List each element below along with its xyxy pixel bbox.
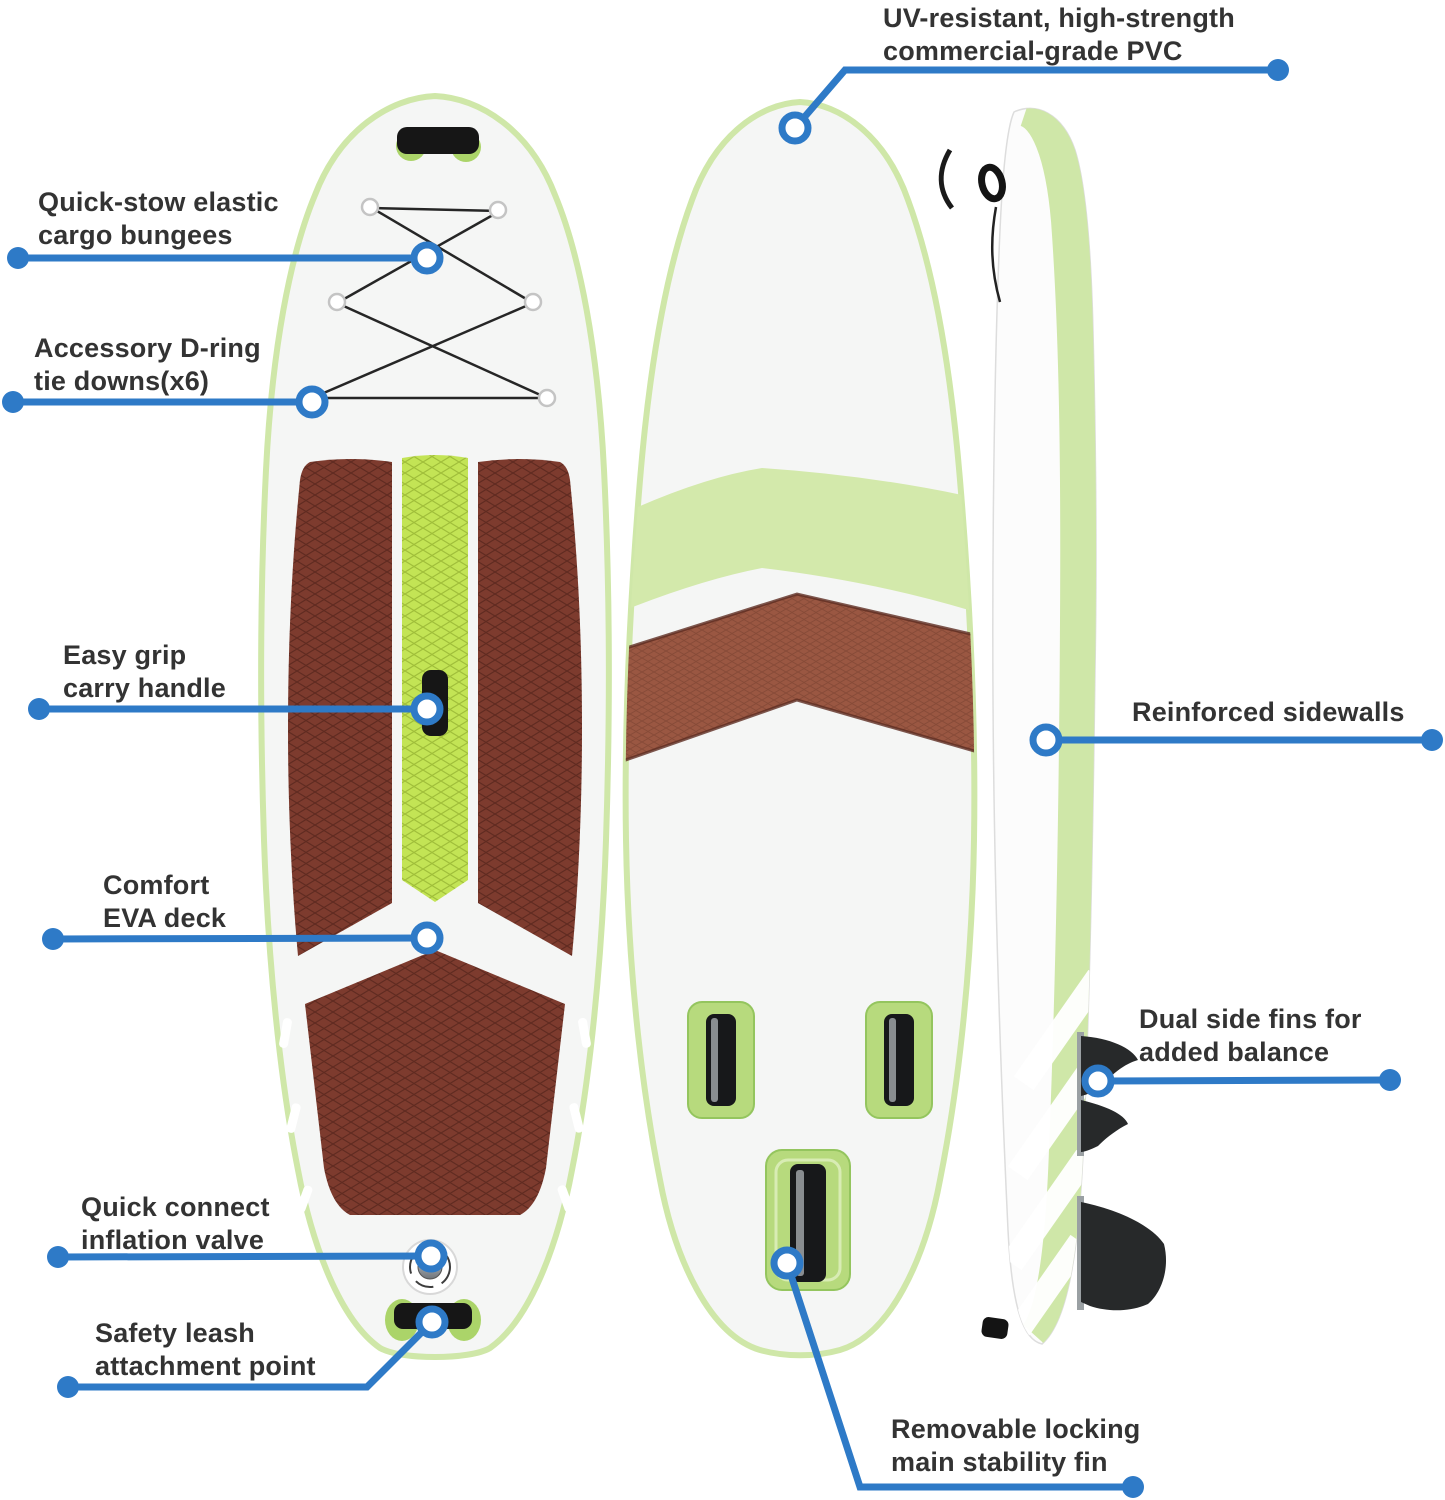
label-main-fin: Removable locking main stability fin [891,1414,1141,1477]
eva-deck-pad [288,455,582,1215]
label-cargo-bungees: Quick-stow elastic cargo bungees [38,187,279,250]
callout-carry-handle [28,692,444,726]
callout-eva-deck [42,921,444,955]
board-top-view [258,92,612,1360]
main-stability-fin [1081,1202,1167,1311]
label-dual-side-fins: Dual side fins for added balance [1139,1004,1362,1067]
label-uv-pvc: UV-resistant, high-strength commercial-g… [883,3,1235,66]
callout-dual-fins [1081,1064,1401,1098]
side-fin-box-left [687,1001,755,1119]
label-sidewalls: Reinforced sidewalls [1132,697,1405,727]
side-fin-box-right [865,1001,933,1119]
rail-stripes [279,1017,591,1213]
board-bottom-view [622,98,978,1359]
hull-green-band [625,468,975,615]
callout-uv-pvc [778,59,1289,145]
side-view-hardware [938,148,1009,1339]
side-fin-2 [1081,1100,1128,1152]
callout-main-fin [770,1246,1144,1498]
side-view-fins [1077,1032,1167,1311]
side-view-green-rail [1018,108,1097,1345]
callout-safety-leash [57,1305,449,1398]
label-d-ring-tiedowns: Accessory D-ring tie downs(x6) [34,333,261,396]
side-view-white-stripes [995,969,1097,1345]
callout-sidewalls [1029,723,1443,757]
callout-d-rings [2,385,329,419]
label-eva-deck: Comfort EVA deck [103,870,227,933]
hull-brown-chevron [625,592,975,764]
label-safety-leash: Safety leash attachment point [95,1318,316,1381]
callout-bungees [7,241,444,275]
nose-handle [396,127,481,162]
label-inflation-valve: Quick connect inflation valve [81,1192,270,1255]
callout-inflation-valve [47,1239,448,1273]
label-carry-handle: Easy grip carry handle [63,640,226,703]
